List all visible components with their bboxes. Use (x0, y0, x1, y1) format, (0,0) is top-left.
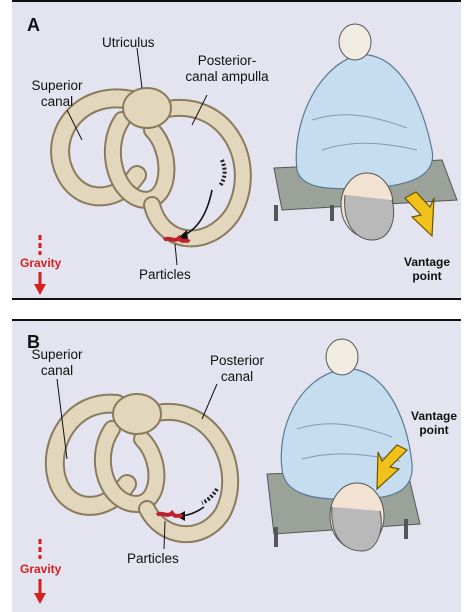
particle-motion-arrow-b (182, 507, 204, 516)
utriculus-label: Utriculus (102, 35, 155, 51)
sheet-a (296, 55, 432, 189)
posterior-label-a-line2: canal ampulla (172, 69, 282, 85)
panel-a-illustration (12, 0, 461, 300)
particles-label-b: Particles (127, 551, 179, 567)
vantage-point-label-a: Vantage point (397, 255, 457, 283)
vantage-point-label-b: Vantage point (407, 409, 461, 437)
utriculus-a (123, 88, 171, 128)
posterior-canal-ampulla-label: Posterior- canal ampulla (172, 53, 282, 85)
posterior-label-b-line1: Posterior (192, 353, 282, 369)
superior-canal-label-a: Superior canal (22, 78, 92, 110)
particles-label-a: Particles (139, 267, 191, 283)
superior-canal-label-b: Superior canal (17, 347, 97, 379)
posterior-label-a-line1: Posterior- (172, 53, 282, 69)
particle-trail-a (220, 160, 225, 186)
gravity-label-a: Gravity (20, 256, 61, 270)
inner-ear-a (60, 88, 243, 238)
panel-a: A Utriculus Superior canal Posterior- ca… (12, 0, 461, 300)
particle-trail-b (202, 489, 217, 503)
panel-b: B Superior canal Posterior canal Particl… (12, 319, 461, 612)
superior-canal-label-b-line2: canal (17, 363, 97, 379)
gravity-label-b: Gravity (20, 562, 61, 576)
panel-a-letter: A (27, 15, 40, 36)
superior-canal-label-a-line2: canal (22, 94, 92, 110)
vantage-label-b-line1: Vantage (407, 409, 461, 423)
posterior-label-b-line2: canal (192, 369, 282, 385)
superior-canal-label-b-line1: Superior (17, 347, 97, 363)
feet-a (339, 24, 371, 60)
utriculus-b (113, 394, 161, 434)
sheet-b (281, 369, 412, 500)
superior-canal-label-a-line1: Superior (22, 78, 92, 94)
vantage-label-b-line2: point (407, 423, 461, 437)
feet-b (326, 339, 358, 375)
posterior-canal-label-b: Posterior canal (192, 353, 282, 385)
vantage-label-a-line2: point (397, 269, 457, 283)
vantage-label-a-line1: Vantage (397, 255, 457, 269)
